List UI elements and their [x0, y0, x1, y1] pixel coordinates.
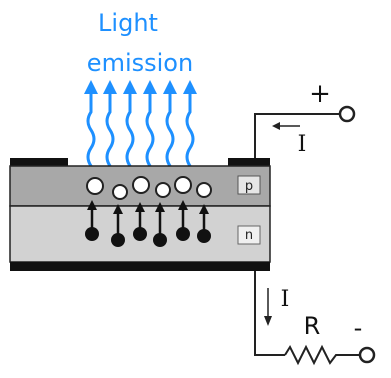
arrowhead: [84, 80, 98, 94]
hole: [196, 182, 212, 198]
light-ray: [145, 88, 155, 168]
hole: [112, 184, 128, 200]
wire-top: [254, 113, 340, 158]
light-ray: [185, 88, 195, 168]
electrons: [85, 227, 211, 247]
resistor-label: R: [304, 312, 321, 340]
current-label-top: I: [298, 132, 307, 157]
hole: [86, 177, 104, 195]
title-light: Light: [98, 9, 158, 37]
hole: [132, 176, 150, 194]
resistor: [284, 344, 360, 366]
arrowhead: [199, 204, 209, 214]
top-contact-right: [228, 158, 270, 166]
minus-label: -: [354, 314, 363, 342]
n-label-box: [237, 225, 261, 245]
electron: [111, 233, 125, 247]
arrowhead: [135, 202, 145, 212]
plus-label: +: [309, 79, 331, 109]
current-arrowhead-side: [264, 316, 272, 326]
bottom-contact: [10, 262, 270, 271]
arrowhead: [183, 80, 197, 94]
arrowhead: [163, 80, 177, 94]
light-arrowheads: [84, 80, 197, 94]
hole: [174, 176, 192, 194]
wire-bottom: [254, 271, 285, 356]
electron: [153, 233, 167, 247]
electron-arrowheads: [87, 200, 209, 214]
light-ray: [125, 88, 135, 168]
arrowhead: [87, 200, 97, 210]
electron: [176, 227, 190, 241]
terminal-positive: [338, 105, 356, 123]
title-emission: emission: [87, 49, 193, 77]
p-label-box: [237, 175, 261, 195]
electron: [85, 227, 99, 241]
light-ray: [86, 88, 96, 168]
light-ray: [105, 88, 115, 168]
arrowhead: [103, 80, 117, 94]
arrowhead: [155, 202, 165, 212]
arrowhead: [113, 204, 123, 214]
hole: [155, 182, 171, 198]
light-rays: [86, 88, 195, 168]
light-ray: [165, 88, 175, 168]
arrowhead: [143, 80, 157, 94]
arrowhead: [178, 200, 188, 210]
electron: [133, 227, 147, 241]
current-arrowhead-top: [272, 122, 280, 130]
p-label: p: [245, 179, 253, 194]
top-contact-left: [10, 158, 68, 166]
n-label: n: [245, 228, 253, 243]
electron: [197, 229, 211, 243]
terminal-negative: [358, 346, 376, 364]
arrowhead: [123, 80, 137, 94]
holes: [86, 176, 212, 200]
current-label-side: I: [281, 287, 290, 312]
